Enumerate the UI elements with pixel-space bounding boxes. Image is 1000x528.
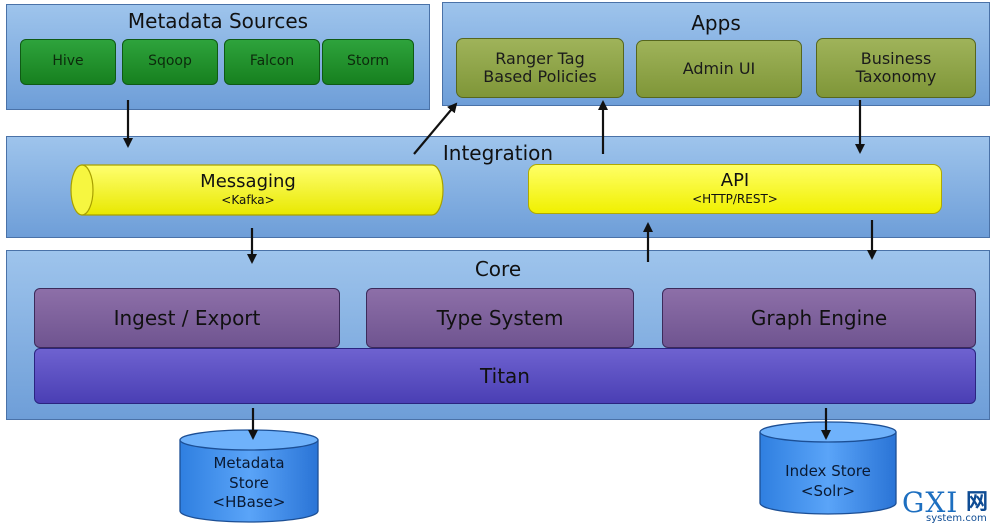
api-sub-label: <HTTP/REST>: [692, 192, 778, 207]
index-store-line1: Index Store: [785, 462, 871, 480]
source-storm: Storm: [322, 39, 414, 85]
source-falcon-label: Falcon: [249, 53, 295, 70]
ranger-tag-policies-box: Ranger Tag Based Policies: [456, 38, 624, 98]
titan-box: Titan: [34, 348, 976, 404]
api-box: API <HTTP/REST>: [528, 164, 942, 214]
business-taxonomy-line1: Business: [860, 49, 932, 69]
type-system-label: Type System: [436, 305, 564, 330]
admin-ui-box: Admin UI: [636, 40, 802, 98]
source-falcon: Falcon: [224, 39, 320, 85]
type-system-box: Type System: [366, 288, 634, 348]
source-sqoop: Sqoop: [122, 39, 218, 85]
metadata-sources-title: Metadata Sources: [127, 9, 309, 33]
messaging-label-group: Messaging <Kafka>: [90, 170, 406, 209]
business-taxonomy-line2: Taxonomy: [855, 67, 937, 86]
source-hive-label: Hive: [52, 53, 84, 70]
graph-engine-label: Graph Engine: [750, 305, 888, 330]
messaging-sub-label: <Kafka>: [221, 193, 275, 208]
graph-engine-box: Graph Engine: [662, 288, 976, 348]
metadata-store-cylinder: [179, 429, 319, 523]
watermark-logo: GXI: [902, 486, 959, 519]
core-title: Core: [474, 257, 522, 281]
integration-title: Integration: [442, 141, 554, 165]
messaging-label: Messaging: [200, 171, 296, 192]
metadata-store-line2: Store: [229, 473, 269, 492]
ranger-tag-line1: Ranger Tag: [495, 49, 585, 69]
index-store-label-group: Index Store <Solr>: [758, 462, 898, 501]
ingest-export-label: Ingest / Export: [113, 305, 261, 330]
metadata-store-line1: Metadata: [213, 454, 285, 472]
messaging-pipe: [70, 164, 444, 216]
source-sqoop-label: Sqoop: [148, 53, 192, 70]
watermark-site: system.com: [926, 513, 987, 524]
metadata-store-line3: <HBase>: [212, 493, 286, 511]
ingest-export-box: Ingest / Export: [34, 288, 340, 348]
index-store-cylinder: [759, 421, 897, 515]
apps-title: Apps: [691, 11, 741, 35]
metadata-store-label-group: Metadata Store <HBase>: [178, 454, 320, 513]
watermark-net: 网: [966, 490, 989, 515]
titan-label: Titan: [480, 363, 530, 388]
source-hive: Hive: [20, 39, 116, 85]
arrow-messaging-to-ranger: [413, 102, 458, 155]
admin-ui-label: Admin UI: [682, 59, 756, 79]
business-taxonomy-box: Business Taxonomy: [816, 38, 976, 98]
index-store-line2: <Solr>: [800, 481, 856, 500]
ranger-tag-line2: Based Policies: [483, 67, 597, 86]
source-storm-label: Storm: [346, 53, 390, 70]
api-label: API: [720, 170, 750, 192]
